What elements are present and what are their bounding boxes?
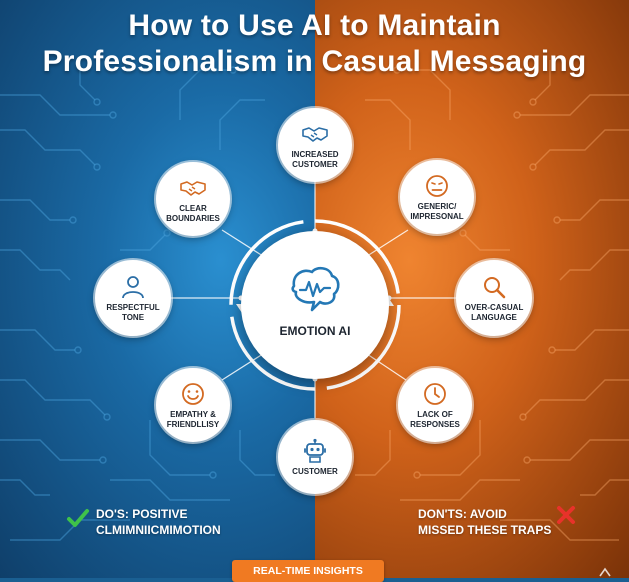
check-icon bbox=[67, 509, 89, 527]
emotion-ai-hub: EMOTION AI bbox=[241, 231, 389, 379]
donts-line-1: DON'TS: AVOID bbox=[418, 507, 507, 521]
node-over-casual-language: OVER-CASUAL LANGUAGE bbox=[456, 260, 532, 336]
node-label: CUSTOMER bbox=[292, 466, 338, 476]
real-time-insights-badge: REAL-TIME INSIGHTS bbox=[232, 560, 384, 582]
node-increased-customer: INCREASED CUSTOMER bbox=[278, 108, 352, 182]
handshake-icon bbox=[302, 126, 328, 142]
node-label: CLEAR BOUNDARIES bbox=[166, 203, 220, 223]
node-label: OVER-CASUAL LANGUAGE bbox=[464, 302, 524, 322]
node-label: GENERIC/ IMPRESONAL bbox=[410, 201, 464, 221]
hub-label: EMOTION AI bbox=[279, 324, 351, 338]
dos-callout: DO'S: POSITIVE CLMIMNIICMIMOTION bbox=[66, 506, 221, 538]
robot-icon bbox=[304, 438, 326, 463]
dos-line-1: DO'S: POSITIVE bbox=[96, 507, 188, 521]
neutral-face-icon bbox=[426, 174, 448, 197]
cross-icon bbox=[557, 506, 576, 524]
magnifier-icon bbox=[484, 276, 506, 298]
node-clear-boundaries: CLEAR BOUNDARIES bbox=[156, 162, 230, 236]
brain-chat-icon bbox=[291, 266, 340, 312]
node-customer: CUSTOMER bbox=[278, 420, 352, 494]
node-generic-impersonal: GENERIC/ IMPRESONAL bbox=[400, 160, 474, 234]
node-label: RESPECTFUL TONE bbox=[106, 302, 160, 322]
donts-line-2: MISSED THESE TRAPS bbox=[418, 523, 552, 537]
title-line-2: Professionalism in Casual Messaging bbox=[42, 45, 587, 78]
person-icon bbox=[122, 275, 144, 298]
node-respectful-tone: RESPECTFUL TONE bbox=[95, 260, 171, 336]
node-empathy-friendliness: EMPATHY & FRIENDLLISY bbox=[156, 368, 230, 442]
donts-callout: DON'TS: AVOID MISSED THESE TRAPS bbox=[418, 506, 577, 538]
corner-arrow-icon bbox=[599, 567, 611, 577]
clock-icon bbox=[424, 382, 446, 405]
title-line-1: How to Use AI to Maintain bbox=[128, 9, 501, 42]
page-title: How to Use AI to Maintain Professionalis… bbox=[0, 8, 629, 80]
node-lack-of-responses: LACK OF RESPONSES bbox=[398, 368, 472, 442]
smiley-icon bbox=[182, 382, 204, 405]
handshake-icon bbox=[180, 180, 206, 196]
node-label: EMPATHY & FRIENDLLISY bbox=[166, 409, 220, 429]
node-label: LACK OF RESPONSES bbox=[410, 409, 460, 429]
node-label: INCREASED CUSTOMER bbox=[291, 149, 339, 169]
dos-line-2: CLMIMNIICMIMOTION bbox=[96, 523, 221, 537]
